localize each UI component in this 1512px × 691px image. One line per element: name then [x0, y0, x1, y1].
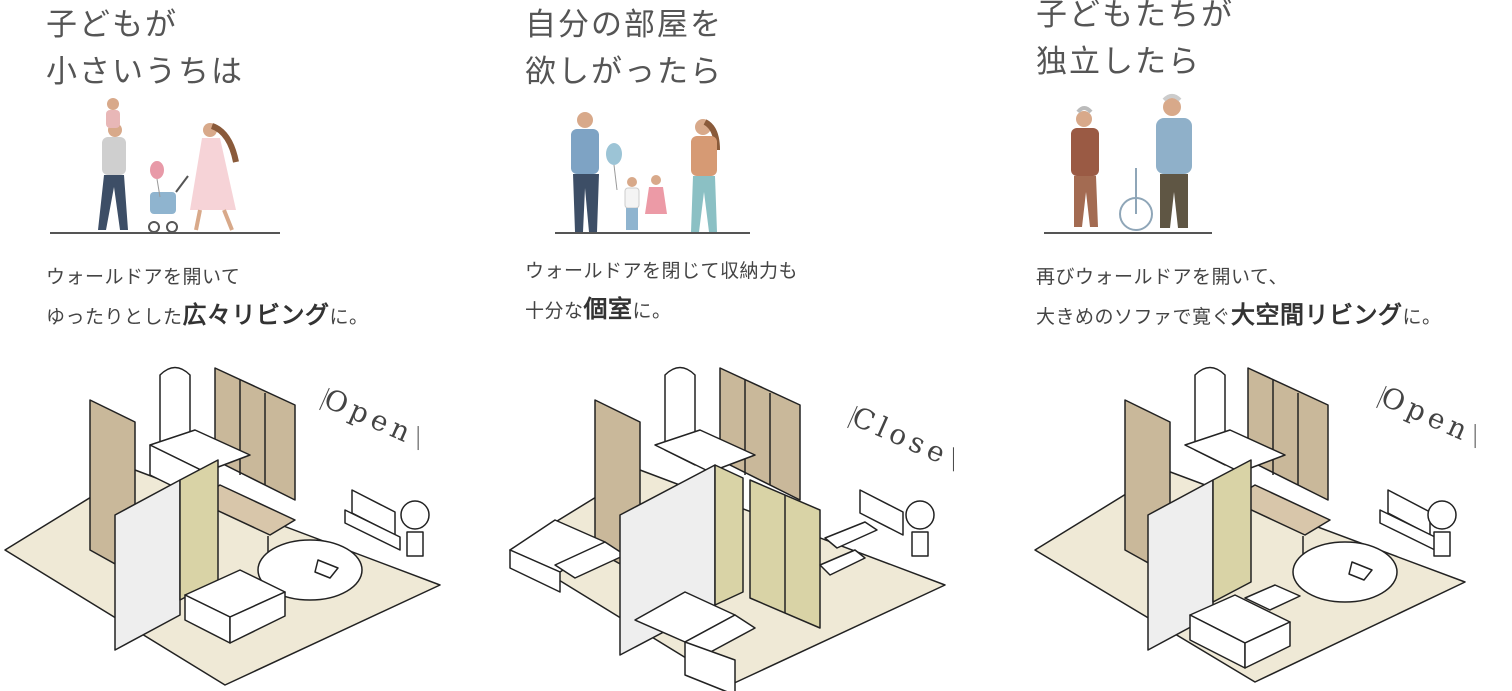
description-line-2: ゆったりとした広々リビングに。 [46, 296, 369, 336]
panel-title: 子どもたちが 独立したら [1036, 0, 1234, 80]
panel-3: 子どもたちが 独立したら 再びウォールドアを開いて、 大きめのソファで寛ぐ大空間… [1030, 0, 1512, 691]
description-highlight: 広々リビング [182, 301, 330, 329]
description-line-1: ウォールドアを開いて [46, 266, 241, 288]
room-diagram-open-large-sofa-icon [1034, 366, 1466, 683]
family-parents-toddler-icon [50, 98, 280, 234]
description-line-2: 十分な個室に。 [525, 290, 798, 330]
description-line-1: ウォールドアを閉じて収納力も [525, 260, 799, 282]
panel-1: 子どもが 小さいうちは ウォールドアを開いて ゆったりとした広々リビングに。 O… [0, 0, 500, 691]
room-diagram-closed-icon [509, 366, 946, 691]
description-text: に。 [329, 306, 369, 328]
description-text: 十分な [525, 300, 584, 322]
description-line-1: 再びウォールドアを開いて、 [1036, 266, 1288, 288]
panel-title: 子どもが 小さいうちは [46, 7, 244, 90]
description-text: に。 [632, 300, 672, 322]
family-two-children-icon [555, 112, 750, 234]
room-diagram-open-icon [4, 366, 441, 686]
description-text: に。 [1402, 306, 1442, 328]
elderly-couple-icon [1044, 94, 1212, 234]
description-highlight: 個室 [583, 295, 633, 323]
description-text: 大きめのソファで寛ぐ [1036, 306, 1232, 328]
description-text: ゆったりとした [46, 306, 183, 328]
description-highlight: 大空間リビング [1231, 301, 1403, 329]
panel-description: ウォールドアを閉じて収納力も 十分な個室に。 [525, 252, 798, 330]
panel-description: ウォールドアを開いて ゆったりとした広々リビングに。 [46, 258, 369, 336]
description-line-2: 大きめのソファで寛ぐ大空間リビングに。 [1036, 296, 1442, 336]
panel-2: 自分の部屋を 欲しがったら ウォールドアを閉じて収納力も 十分な個室に。 Clo… [505, 0, 1005, 691]
panel-description: 再びウォールドアを開いて、 大きめのソファで寛ぐ大空間リビングに。 [1036, 258, 1442, 336]
panel-title: 自分の部屋を 欲しがったら [525, 7, 723, 90]
